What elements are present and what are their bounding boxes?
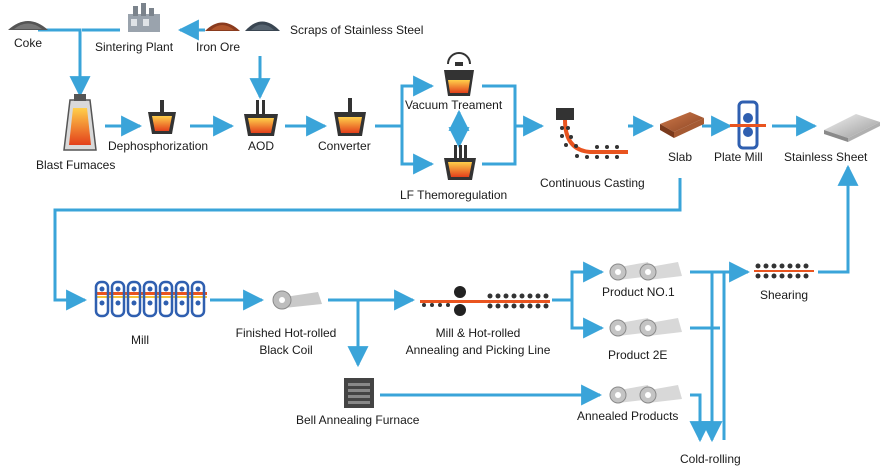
continuous-casting-icon	[556, 108, 628, 159]
label-annealing-line2: Annealing and Picking Line	[405, 343, 551, 357]
label-coke: Coke	[14, 36, 43, 50]
label-finished-coil-line2: Black Coil	[259, 343, 313, 357]
flow-line-to-product-no1	[552, 261, 605, 302]
flow-converter-to-lf	[400, 126, 435, 175]
iron-ore-pile-icon	[205, 22, 240, 31]
flow-annealed-to-cold-rolling	[689, 393, 711, 443]
label-bell-annealing: Bell Annealing Furnace	[296, 413, 420, 427]
scraps-pile-icon	[245, 21, 280, 31]
label-aod: AOD	[248, 139, 275, 153]
label-mill: Mill	[131, 333, 149, 347]
slab-icon	[660, 112, 704, 138]
stainless-sheet-icon	[824, 114, 880, 142]
converter-icon	[334, 98, 366, 136]
label-cold-rolling: Cold-rolling	[680, 452, 741, 466]
flow-line-to-product-2e	[570, 300, 605, 339]
coke-pile-icon	[8, 21, 48, 30]
label-product-no1: Product NO.1	[602, 285, 675, 299]
label-annealed-products: Annealed Products	[577, 409, 679, 423]
label-plate-mill: Plate Mill	[714, 150, 763, 164]
aod-vessel-icon	[244, 100, 278, 136]
shearing-icon	[754, 263, 814, 279]
label-lf-thermoregulation: LF Themoregulation	[400, 188, 508, 202]
sintering-plant-icon	[128, 3, 160, 32]
mill-icon	[94, 280, 207, 318]
label-continuous-casting: Continuous Casting	[540, 176, 645, 190]
vacuum-treatment-icon	[444, 52, 474, 96]
finished-coil-icon	[272, 290, 322, 310]
plate-mill-icon	[730, 100, 766, 150]
blast-furnace-icon	[63, 94, 97, 151]
label-blast-furnaces: Blast Fumaces	[36, 158, 116, 172]
label-stainless-sheet: Stainless Sheet	[784, 150, 868, 164]
product-no1-coils-icon	[609, 262, 682, 281]
label-scraps: Scraps of Stainless Steel	[290, 23, 424, 37]
flow-converter-split	[375, 75, 435, 128]
flow-coke-to-blast-furnace	[38, 28, 91, 98]
product-2e-coils-icon	[609, 318, 682, 337]
label-slab: Slab	[668, 150, 693, 164]
label-dephosphorization: Dephosphorization	[108, 139, 209, 153]
label-shearing: Shearing	[760, 288, 809, 302]
label-product-2e: Product 2E	[608, 348, 668, 362]
annealed-products-coils-icon	[609, 385, 682, 404]
label-converter: Converter	[318, 139, 371, 153]
bell-annealing-furnace-icon	[344, 378, 374, 408]
label-vacuum-treatment: Vacuum Treament	[405, 98, 503, 112]
dephosphorization-ladle-icon	[148, 100, 176, 134]
flow-shearing-to-sheet	[818, 164, 859, 274]
flow-lines	[38, 19, 859, 443]
label-finished-coil-line1: Finished Hot-rolled	[235, 326, 337, 340]
label-annealing-line1: Mill & Hot-rolled	[435, 326, 521, 340]
flow-lf-to-casting	[482, 126, 517, 166]
label-iron-ore: Iron Ore	[196, 40, 241, 54]
flow-vacuum-to-casting	[482, 84, 545, 137]
lf-thermoregulation-icon	[444, 145, 476, 180]
annealing-line-icon	[420, 286, 550, 316]
label-sintering-plant: Sintering Plant	[95, 40, 174, 54]
flow-slab-to-mill	[53, 178, 682, 311]
